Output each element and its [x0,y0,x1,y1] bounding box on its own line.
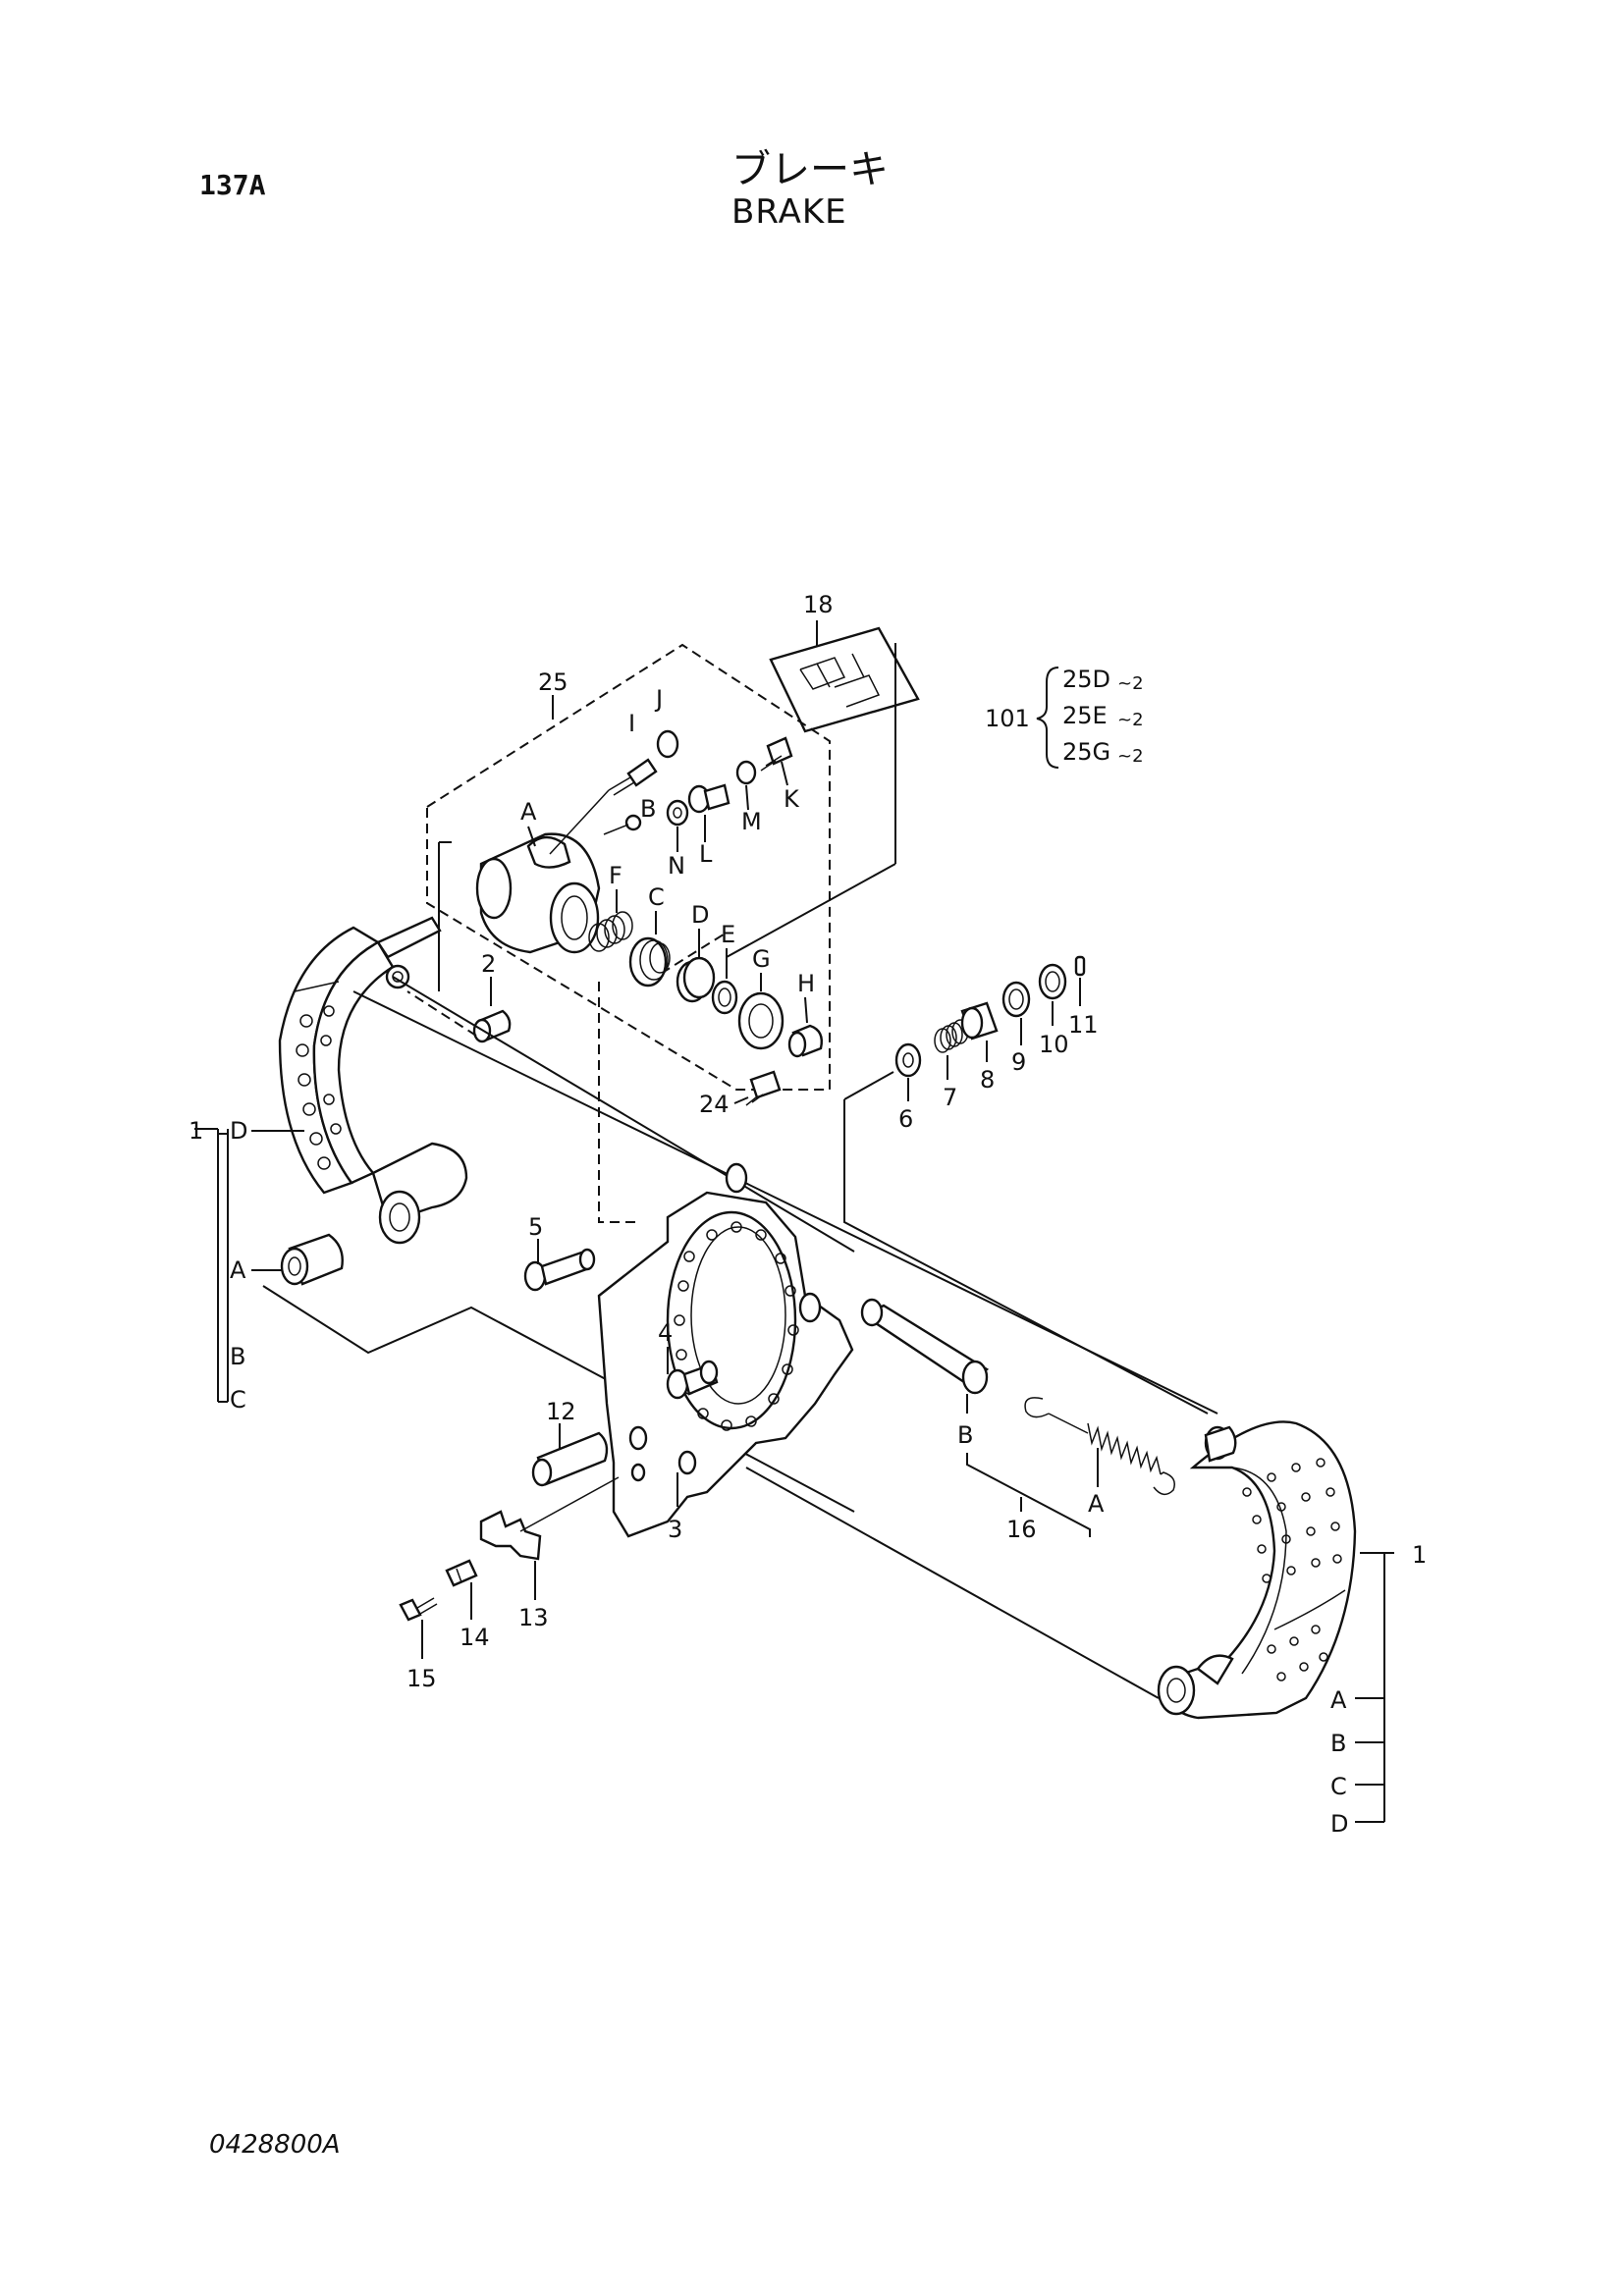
letter-C-left: C [230,1386,246,1414]
part-G-boot [737,991,784,1050]
callout-5: 5 [528,1213,543,1241]
part-16-A-spring [1024,1397,1175,1496]
part-6-washer [894,1042,922,1078]
letter-A: A [520,798,537,826]
part-10-ring [1038,963,1067,1000]
right-brake-shoe [1157,1420,1357,1720]
letter-C: C [648,883,665,911]
callout-1-right: 1 [1412,1541,1427,1569]
part-14-clip [445,1559,478,1587]
part-A-bushing [280,1233,344,1286]
part-13-lock-plate [479,1510,542,1561]
letter-B: B [640,795,656,823]
kit-101-item-qty: ~2 [1117,673,1144,694]
letter-N: N [668,852,685,880]
group-25-boundary [426,643,831,1091]
callout-2: 2 [481,950,496,978]
part-N-washer [666,799,689,827]
callout-9: 9 [1011,1048,1026,1076]
kit-101-item-qty: ~2 [1117,710,1144,730]
callout-1-left: 1 [189,1117,203,1145]
part-K-bolt [760,736,793,772]
callout-16: 16 [1006,1516,1037,1543]
letter-A-right: A [1330,1686,1347,1714]
part-bleeder-screw [608,758,658,796]
letter-E: E [721,921,735,948]
part-5-adjuster-bolt [523,1248,596,1292]
letter-M: M [741,808,762,835]
callout-11: 11 [1068,1011,1099,1039]
letter-A-left: A [230,1256,246,1284]
page-number: 137A [199,169,266,201]
letter-B-spring: B [957,1421,973,1449]
part-D-piston [676,956,716,1003]
letter-H: H [797,970,815,997]
callout-3: 3 [668,1516,682,1543]
letter-D: D [691,901,709,929]
letter-D-right: D [1330,1810,1348,1838]
left-brake-shoe [278,916,468,1245]
callout-12: 12 [546,1398,576,1425]
letter-D-left: D [230,1117,247,1145]
kit-101-item-qty: ~2 [1117,746,1144,767]
part-12-pin [531,1431,609,1487]
letter-A-spring: A [1088,1490,1105,1518]
part-L-union [687,783,730,814]
callout-18: 18 [803,591,834,618]
kit-101-item-code: 25E [1062,702,1108,729]
part-H-push-rod [787,1024,824,1058]
callout-10: 10 [1039,1031,1069,1058]
letter-J: J [654,685,663,713]
wheel-cylinder-body [475,832,601,954]
letter-C-right: C [1330,1773,1347,1800]
drawing-number: 0428800A [209,2130,341,2160]
part-3-backing-plate [597,1162,854,1538]
callout-7: 7 [943,1084,957,1111]
part-24-bolt [745,1070,782,1106]
callout-15: 15 [406,1665,437,1692]
letter-B-left: B [230,1343,245,1370]
page-title: BRAKE [731,192,847,232]
letter-I: I [628,710,635,737]
part-8-sleeve [960,1001,999,1041]
part-M-washer [735,760,757,785]
kit-101-item-code: 25G [1062,738,1110,766]
callout-6: 6 [898,1105,913,1133]
callout-14: 14 [460,1624,490,1651]
part-16-B-strut [860,1298,990,1395]
letter-K: K [784,785,800,813]
letter-G: G [752,945,771,973]
part-9-ring [1001,981,1031,1018]
part-F-spring [588,911,633,952]
part-4-cam [666,1360,719,1400]
kit-101-item-code: 25D [1062,666,1110,693]
part-E-ring [711,980,738,1015]
page-title-japanese: ブレーキ [731,147,889,192]
letter-L: L [699,840,713,868]
part-C-cup [628,936,671,988]
part-18-label-plate [769,626,920,733]
kit-101-brace [1036,667,1059,769]
part-11-pin [1074,955,1086,977]
part-15-bolt [399,1597,438,1622]
part-B-fitting [603,814,642,835]
letter-F: F [609,862,622,889]
letter-B-right: B [1330,1730,1346,1757]
callout-24: 24 [699,1091,730,1118]
callout-4: 4 [658,1319,673,1347]
callout-13: 13 [518,1604,549,1631]
callout-8: 8 [980,1066,995,1094]
callout-25: 25 [538,668,568,696]
callout-101: 101 [985,705,1030,732]
part-bleeder-cap [656,729,679,759]
